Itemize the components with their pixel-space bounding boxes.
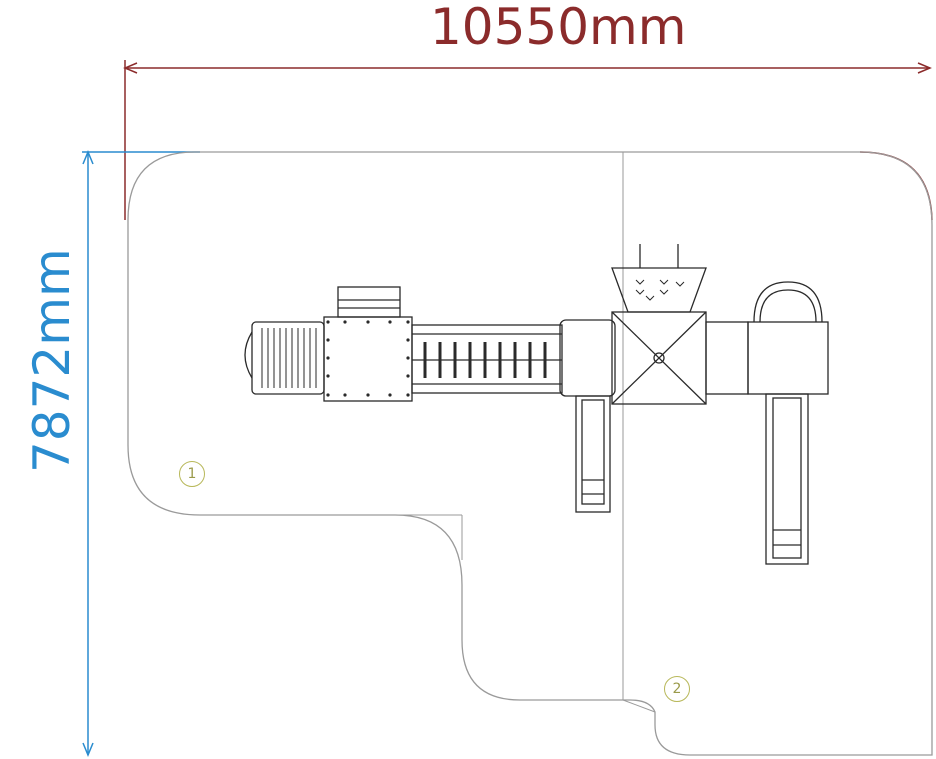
height-dimension-label: 7872mm	[23, 248, 81, 473]
platform-one	[323, 286, 413, 402]
net-bridge	[411, 324, 563, 394]
zone-divider-bottom	[622, 699, 656, 713]
zone-marker-1: 1	[179, 461, 205, 487]
connector-platform	[559, 319, 616, 397]
height-dimension-line	[82, 150, 200, 757]
width-dimension-label: 10550mm	[430, 0, 687, 56]
zone-marker-2: 2	[664, 676, 690, 702]
right-slide	[765, 393, 809, 565]
left-slide	[575, 395, 611, 513]
safety-zone-outline	[127, 151, 933, 756]
connector-right	[705, 321, 749, 395]
right-tower	[747, 281, 829, 395]
tube-slide-section	[244, 321, 325, 395]
central-tower	[611, 244, 707, 405]
play-structure	[244, 244, 829, 565]
width-dimension-line	[123, 60, 933, 221]
